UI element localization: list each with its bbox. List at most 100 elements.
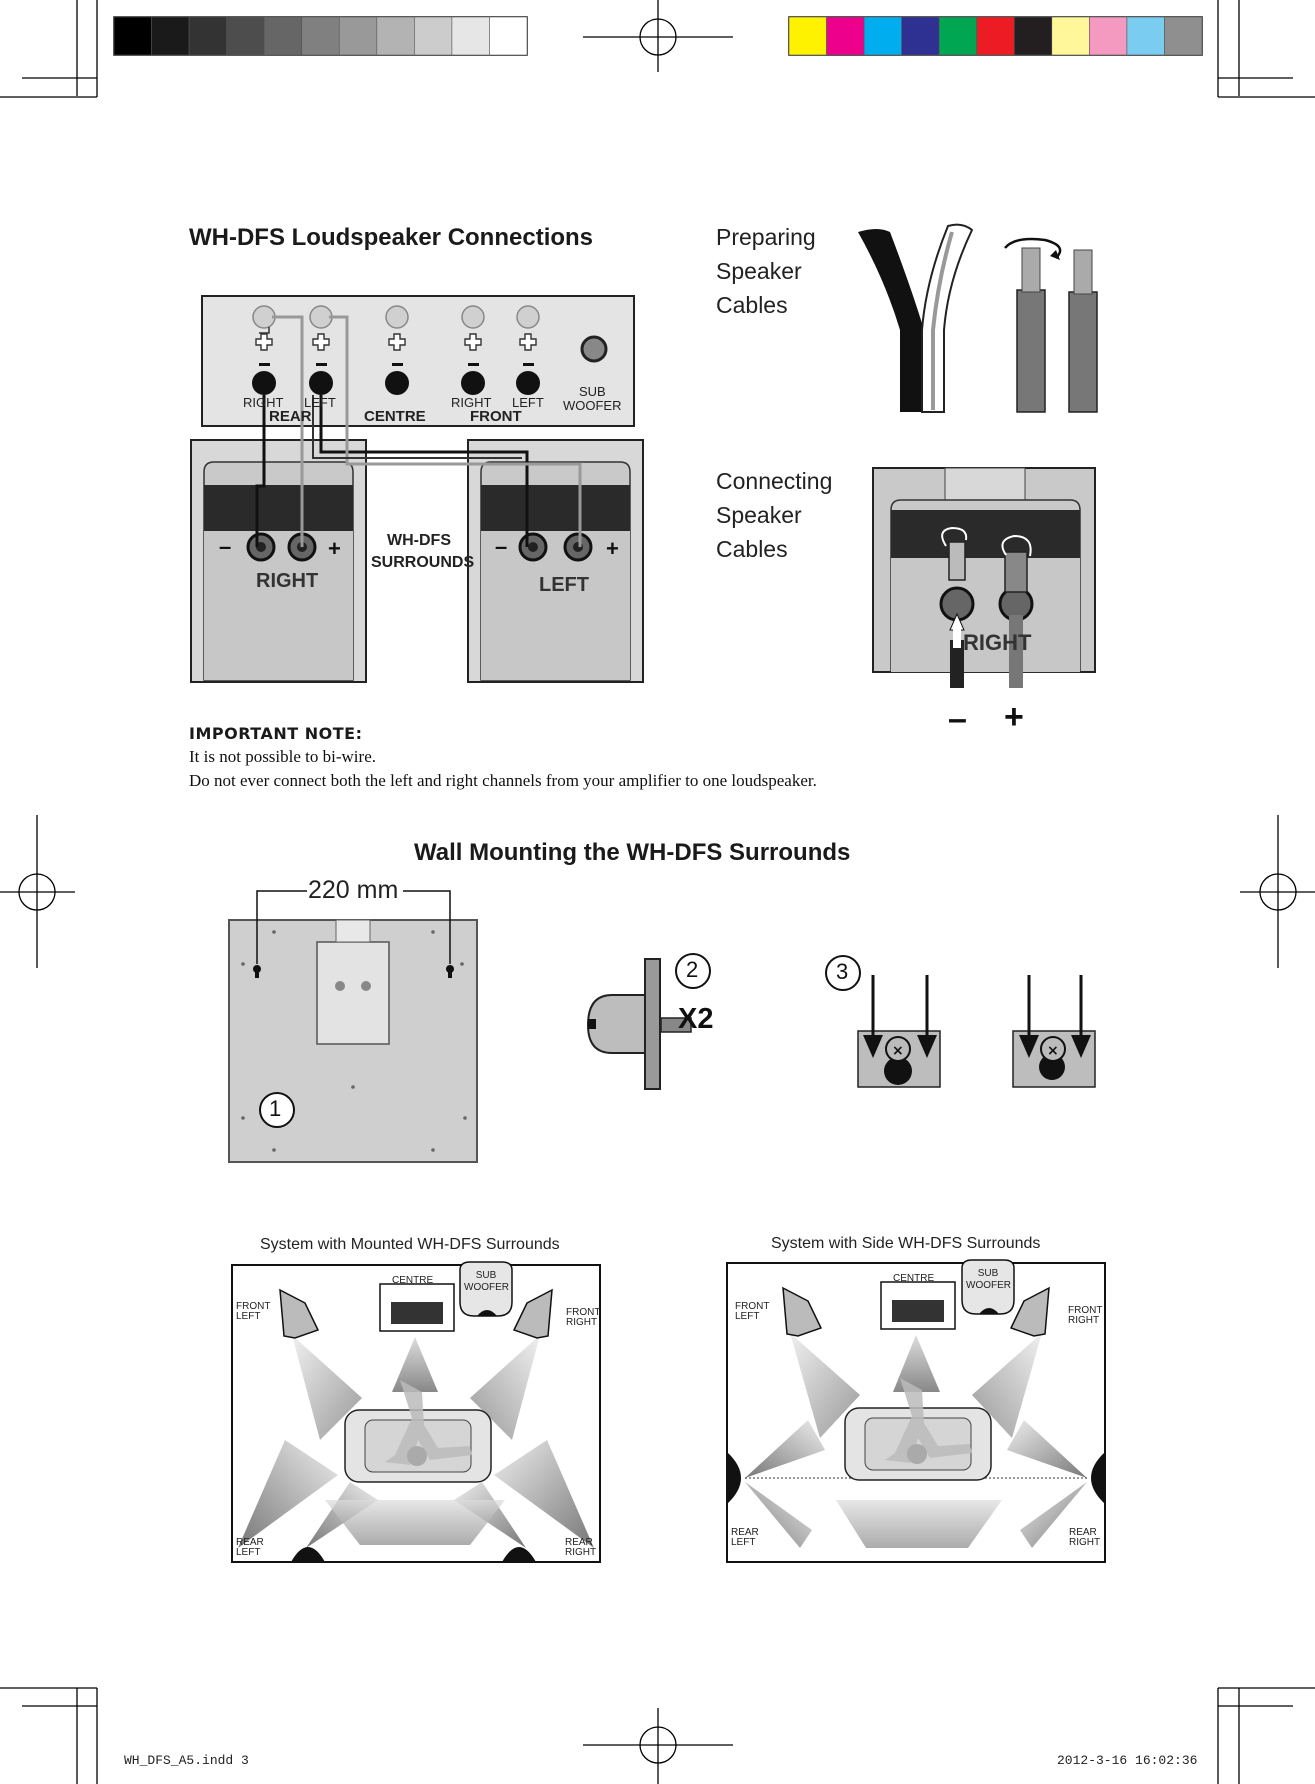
side-fr-line2: RIGHT [1068, 1315, 1100, 1326]
side-rl-line2: LEFT [731, 1537, 756, 1548]
step2-number: 2 [686, 957, 699, 982]
amp-label-front-left: LEFT [512, 395, 544, 410]
connecting-line1: Connecting [716, 468, 833, 494]
mounted-sub-label: SUB WOOFER [464, 1270, 509, 1294]
plus-icons [259, 327, 270, 334]
right-speaker-label: RIGHT [256, 570, 319, 592]
dimension-label: 220 mm [308, 876, 399, 904]
connecting-minus: – [948, 700, 967, 738]
preparing-line1: Preparing [716, 224, 816, 250]
side-sub-line1: SUB [977, 1268, 999, 1279]
side-sub-label: SUB WOOFER [966, 1268, 1011, 1292]
swatch [976, 16, 1015, 56]
svg-text:+: + [328, 536, 341, 561]
mounted-fr-line1: FRONT [566, 1307, 601, 1318]
side-rear-right-label: REAR RIGHT [1069, 1528, 1100, 1548]
svg-text:×: × [1047, 1043, 1059, 1059]
amp-label-sub: SUB [579, 384, 606, 399]
swatch [301, 16, 340, 56]
amp-label-front: FRONT [470, 408, 522, 425]
connecting-heading: Connecting Speaker Cables [716, 464, 832, 566]
side-fl-line2: LEFT [735, 1311, 760, 1322]
side-sub-line2: WOOFER [966, 1280, 1011, 1291]
sub-woofer-terminal [580, 335, 608, 363]
swatch [1164, 16, 1203, 56]
swatch [263, 16, 303, 56]
connecting-speaker-label: RIGHT [963, 630, 1032, 655]
mounted-centre-label: CENTRE [392, 1275, 434, 1286]
swatch [489, 16, 528, 56]
swatch [151, 16, 190, 56]
important-note-line1: It is not possible to bi-wire. [189, 747, 376, 766]
surrounds-label-line2: SURROUNDS [371, 554, 475, 571]
svg-text:+: + [606, 536, 619, 561]
mounted-rear-left-label: REAR LEFT [236, 1538, 264, 1558]
swatch [188, 16, 227, 56]
amp-label-rear-right: RIGHT [243, 395, 284, 410]
swatch [376, 16, 415, 56]
print-timestamp: 2012-3-16 16:02:36 [1057, 1753, 1198, 1768]
side-system-caption: System with Side WH-DFS Surrounds [771, 1235, 1041, 1252]
preparing-heading: Preparing Speaker Cables [716, 220, 816, 322]
swatch [1013, 16, 1053, 56]
keyhole-left: × [857, 975, 941, 1088]
swatch [1126, 16, 1165, 56]
left-speaker-label: LEFT [539, 574, 589, 596]
mounted-sub-line2: WOOFER [464, 1282, 509, 1293]
side-rear-left-label: REAR LEFT [731, 1528, 759, 1548]
surrounds-label: WH-DFS SURROUNDS [371, 530, 475, 574]
important-note-title: IMPORTANT NOTE: [189, 724, 363, 743]
swatch [226, 16, 265, 56]
mounted-rr-line2: RIGHT [565, 1547, 597, 1558]
amp-label-centre: CENTRE [364, 408, 426, 425]
mounted-front-left-label: FRONT LEFT [236, 1302, 270, 1322]
mounted-rl-line1: REAR [236, 1537, 264, 1548]
mounted-room [231, 1261, 601, 1563]
preparing-line3: Cables [716, 292, 788, 318]
important-note-line2: Do not ever connect both the left and ri… [189, 771, 817, 790]
side-rr-line1: REAR [1069, 1527, 1097, 1538]
side-fr-line1: FRONT [1068, 1305, 1103, 1316]
side-front-left-label: FRONT LEFT [735, 1302, 769, 1322]
wall-mount-title: Wall Mounting the WH-DFS Surrounds [414, 839, 851, 866]
terminal-row [252, 305, 540, 329]
amp-label-rear-left: LEFT [304, 395, 336, 410]
side-rr-line2: RIGHT [1069, 1537, 1101, 1548]
swatch [901, 16, 940, 56]
right-speaker [190, 439, 367, 683]
cable-prep-illustration [858, 223, 1098, 413]
side-centre-label: CENTRE [893, 1273, 935, 1284]
side-front-right-label: FRONT RIGHT [1068, 1306, 1102, 1326]
swatch [1089, 16, 1128, 56]
keyhole-right: × [1012, 975, 1096, 1088]
mounted-system-caption: System with Mounted WH-DFS Surrounds [260, 1236, 560, 1253]
connecting-line2: Speaker [716, 502, 802, 528]
preparing-line2: Speaker [716, 258, 802, 284]
side-room [726, 1259, 1106, 1563]
svg-text:–: – [495, 534, 507, 559]
mounted-fr-line2: RIGHT [566, 1317, 598, 1328]
file-label: WH_DFS_A5.indd 3 [124, 1753, 249, 1768]
mounted-rr-line1: REAR [565, 1537, 593, 1548]
mounted-front-right-label: FRONT RIGHT [566, 1308, 600, 1328]
mounted-fl-line1: FRONT [236, 1301, 271, 1312]
mounted-fl-line2: LEFT [236, 1311, 261, 1322]
amp-label-woofer: WOOFER [563, 398, 622, 413]
mounted-rear-right-label: REAR RIGHT [565, 1538, 596, 1558]
swatch [414, 16, 453, 56]
step3-number: 3 [836, 959, 849, 984]
side-rl-line1: REAR [731, 1527, 759, 1538]
svg-text:–: – [219, 534, 231, 559]
left-speaker [467, 439, 644, 683]
swatch [451, 16, 490, 56]
amp-label-rear: REAR [269, 408, 312, 425]
connecting-illustration [872, 467, 1096, 688]
svg-text:×: × [892, 1043, 904, 1059]
connecting-plus: + [1004, 698, 1024, 736]
x2-label: X2 [678, 1003, 714, 1035]
mounted-rl-line2: LEFT [236, 1547, 261, 1558]
surrounds-label-line1: WH-DFS [387, 532, 451, 549]
